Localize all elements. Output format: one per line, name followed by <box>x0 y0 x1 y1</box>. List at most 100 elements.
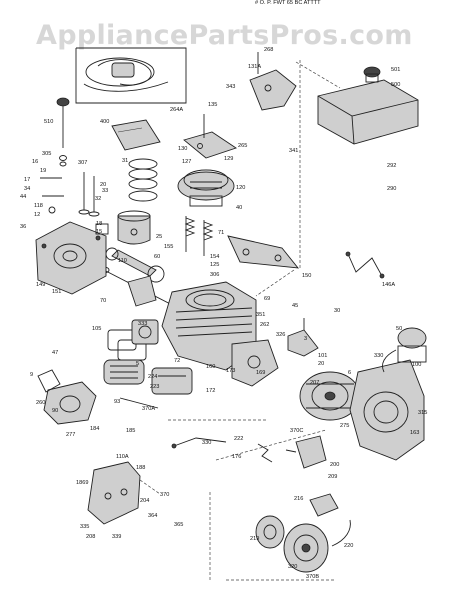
callout: 31 <box>122 158 128 164</box>
callout: 20 <box>100 182 106 188</box>
breather-cover <box>183 114 238 159</box>
ground-wire <box>345 251 385 279</box>
muffler-assembly <box>295 61 419 145</box>
callout: 330 <box>202 440 211 446</box>
callout: 176 <box>232 454 241 460</box>
callout: 130 <box>178 146 187 152</box>
callout: 110A <box>116 454 129 460</box>
callout: 305 <box>42 151 51 157</box>
callout: 151 <box>52 289 61 295</box>
callout: 292 <box>387 163 396 169</box>
callout: 16 <box>32 159 38 165</box>
header-fragment: # O. P. FWT 65 BC ATTTT <box>255 0 321 6</box>
callout: 306 <box>210 272 219 278</box>
callout: 184 <box>90 426 99 432</box>
callout: 131A <box>248 64 261 70</box>
callout: 370 <box>160 492 169 498</box>
callout: 264A <box>170 107 183 113</box>
callout: 223 <box>150 384 159 390</box>
callout: 333 <box>138 321 147 327</box>
callout: 72 <box>174 358 180 364</box>
callout: 320 <box>288 564 297 570</box>
callout: 12 <box>34 212 40 218</box>
parts-artwork <box>35 47 427 581</box>
dipstick-tube <box>56 97 70 167</box>
callout: 3 <box>304 336 307 342</box>
callout: 5 <box>136 361 139 367</box>
callout: 32 <box>95 196 101 202</box>
callout: 71 <box>218 230 224 236</box>
starter-pulley <box>255 515 285 549</box>
callout: 15 <box>96 229 102 235</box>
callout: 262 <box>260 322 269 328</box>
callout: 370A <box>142 406 155 412</box>
callout: 330 <box>374 353 383 359</box>
callout: 118 <box>34 203 43 209</box>
control-shroud <box>87 461 161 525</box>
muffler-bracket <box>249 52 297 111</box>
valve-train-parts <box>40 172 109 235</box>
callout: 6 <box>348 370 351 376</box>
electric-starter <box>382 327 427 373</box>
callout: 129 <box>224 156 233 162</box>
callout: 169 <box>256 370 265 376</box>
callout: 365 <box>174 522 183 528</box>
callout: 160 <box>206 364 215 370</box>
callout: 224 <box>148 374 157 380</box>
piston-rings <box>128 158 158 202</box>
callout: 208 <box>86 534 95 540</box>
callout: 150 <box>302 273 311 279</box>
callout: 34 <box>24 186 30 192</box>
watermark: AppliancePartsPros.com <box>36 20 413 51</box>
callout: 125 <box>210 262 219 268</box>
callout: 146A <box>382 282 395 288</box>
owners-manual <box>111 119 161 151</box>
callout: 135 <box>208 102 217 108</box>
air-filter-element <box>103 359 145 385</box>
callout: 501 <box>391 67 400 73</box>
callout: 219 <box>250 536 259 542</box>
connecting-rod <box>105 247 165 283</box>
callout: 90 <box>52 408 58 414</box>
callout: 33 <box>102 188 108 194</box>
callout-labels: 268 501 131A 500 343 264A 135 130 265 40… <box>20 47 427 580</box>
piston <box>117 210 151 245</box>
callout: 185 <box>126 428 135 434</box>
callout: 209 <box>328 474 337 480</box>
carburetor-linkage-inset <box>75 47 187 104</box>
callout: 315 <box>418 410 427 416</box>
callout: 40 <box>236 205 242 211</box>
governor-assembly <box>119 367 193 409</box>
callout: 351 <box>256 312 265 318</box>
starter-handle <box>309 493 351 547</box>
callout: 275 <box>340 423 349 429</box>
crankshaft <box>98 266 187 313</box>
blower-housing-bracket <box>227 235 300 269</box>
callout: 45 <box>292 303 298 309</box>
callout: 335 <box>80 524 89 530</box>
callout: 93 <box>114 399 120 405</box>
callout: 9 <box>30 372 33 378</box>
callout: 69 <box>264 296 270 302</box>
callout: 154 <box>210 254 219 260</box>
callout: 120 <box>236 185 245 191</box>
callout: 200 <box>330 462 339 468</box>
callout: 18 <box>96 221 102 227</box>
callout: 44 <box>20 194 26 200</box>
callout: 400 <box>100 119 109 125</box>
callout: 326 <box>276 332 285 338</box>
callout: 101 <box>318 353 327 359</box>
callout: 173 <box>226 368 235 374</box>
callout: 47 <box>52 350 58 356</box>
callout: 105 <box>92 326 101 332</box>
stop-switch-wire <box>171 437 227 449</box>
callout: 207 <box>310 380 319 386</box>
callout: 364 <box>148 513 157 519</box>
callout: 110 <box>118 258 127 264</box>
callout: 277 <box>66 432 75 438</box>
valve-springs <box>184 216 214 256</box>
callout: 163 <box>410 430 419 436</box>
blower-housing <box>349 359 425 461</box>
callout: 188 <box>136 465 145 471</box>
